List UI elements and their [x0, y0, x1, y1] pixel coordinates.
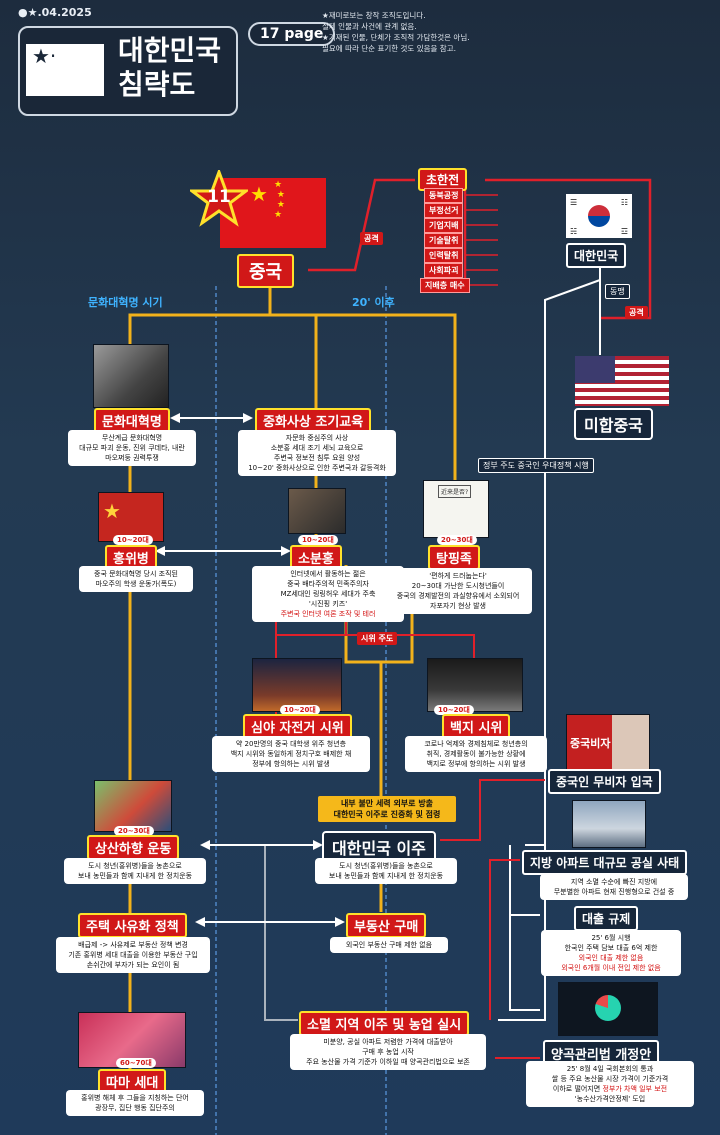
flag-icon	[26, 44, 104, 96]
china-label: 중국	[237, 254, 295, 288]
protest-lead-tag: 시위 주도	[357, 632, 398, 645]
tactic-item: 사회파괴	[424, 263, 464, 278]
tactic-item: 동북공정	[424, 188, 464, 203]
usa-flag-icon	[575, 356, 669, 406]
apt-vacancy-desc: 지역 소멸 수순에 빠진 지방에 무분별한 아파트 현재 진행형으로 건설 중	[540, 874, 688, 900]
korea-label: 대한민국	[566, 243, 627, 268]
star-icon: ★	[103, 499, 121, 523]
lying-flat-desc: '편하게 드러눕는다' 20~30대 가난한 도시청년들이 중국의 경제발전의 …	[384, 568, 532, 614]
down-country-photo	[94, 780, 172, 832]
era-left: 문화대혁명 시기	[88, 296, 163, 309]
lying-flat-photo: 近来是否?	[423, 480, 489, 538]
little-pink-desc: 인터넷에서 활동하는 젊은 중국 배타주의적 민족주의자 MZ세대인 링링허우 …	[252, 566, 404, 622]
bike-protest-age: 10~20대	[280, 705, 320, 715]
internal-dissent-box: 내부 불만 세력 외부로 방출 대한민국 이주로 진중화 및 점령	[318, 796, 456, 822]
star-icon: ★·	[32, 44, 57, 68]
real-estate-label: 부동산 구매	[346, 913, 427, 938]
migration-desc: 도시 청년(홍위병)들을 농촌으로 보내 농민들과 함께 지내게 한 정치운동	[315, 858, 457, 884]
red-guards-desc: 중국 문화대혁명 당시 조직된 마오주의 학생 운동가(폭도)	[79, 566, 193, 592]
dama-desc: 홍위병 해체 후 그들을 지칭하는 단어 광장무, 집단 행동 집단주의	[66, 1090, 204, 1116]
housing-policy-desc: 배급제 -> 사유제로 부동산 정책 변경 기존 홍위병 세대 대출을 이용한 …	[56, 937, 210, 973]
grain-act-desc-red: 정부가 차액 일부 보전	[602, 1085, 668, 1093]
bike-protest-desc: 약 20만명의 중국 대학생 위주 청년층 백지 시위와 동일하게 정치구호 배…	[212, 736, 370, 772]
lying-flat-sign: 近来是否?	[438, 485, 472, 498]
white-paper-photo	[427, 658, 523, 712]
title-line1: 대한민국	[118, 34, 222, 67]
lying-flat-label: 탕핑족	[428, 545, 480, 570]
gov-policy-tag: 정부 주도 중국인 우대정책 시행	[478, 458, 594, 473]
red-guards-label: 홍위병	[105, 545, 157, 570]
usa-label: 미합중국	[574, 408, 653, 440]
lying-flat-age: 20~30대	[437, 535, 477, 545]
flag-small-stars-icon: ★ ★ ★★	[274, 180, 285, 220]
header-date: ●★.04.2025	[18, 6, 92, 19]
little-pink-desc-red: 주변국 인터넷 여론 조작 및 테러	[280, 610, 376, 618]
grain-act-desc-tail: '농수산가격안정제' 도입	[574, 1095, 646, 1103]
grain-act-desc: 25' 8월 4일 국회본회의 통과 쌀 등 주요 농산물 시장 가격이 기준가…	[526, 1061, 694, 1107]
down-country-desc: 도시 청년(홍위병)들을 농촌으로 보내 농민들과 함께 지내게 한 정치운동	[64, 858, 206, 884]
apt-vacancy-label: 지방 아파트 대규모 공실 사태	[522, 850, 688, 875]
title-line2: 침략도	[118, 68, 196, 101]
housing-policy-label: 주택 사유화 정책	[78, 913, 187, 938]
little-pink-desc-text: 인터넷에서 활동하는 젊은 중국 배타주의적 민족주의자 MZ세대인 링링허우 …	[280, 570, 376, 608]
loan-reg-desc-text: 25' 6월 시행 한국인 주택 담보 대출 6억 제한	[564, 934, 658, 952]
visa-free-photo: 중국비자	[566, 714, 650, 770]
red-guards-photo: ★	[98, 492, 164, 542]
white-paper-desc: 코로나 억제와 경제침체로 청년층의 취직, 경제활동이 불가능한 상황에 백지…	[405, 736, 547, 772]
era-right: 20' 이후	[352, 296, 395, 309]
down-country-label: 상산하향 운동	[87, 835, 180, 860]
visa-free-label: 중국인 무비자 입국	[548, 769, 661, 794]
loan-reg-desc: 25' 6월 시행 한국인 주택 담보 대출 6억 제한 외국인 대출 제한 없…	[541, 930, 681, 976]
grain-act-desc-text: 25' 8월 4일 국회본회의 통과 쌀 등 주요 농산물 시장 가격이 기준가…	[551, 1065, 669, 1093]
down-country-age: 20~30대	[114, 826, 154, 836]
zhonghua-edu-label: 중화사상 조기교육	[255, 408, 372, 433]
tactic-item: 지배층 매수	[420, 278, 470, 293]
attack-tag: 공격	[360, 232, 383, 245]
zhonghua-edu-desc: 자문화 중심주의 사상 소분홍 세대 조기 세뇌 교육으로 주변국 정보전 침투…	[238, 430, 396, 476]
apartment-photo	[572, 800, 646, 848]
china-badge-number: 11	[207, 187, 231, 207]
flag-star-icon: ★	[250, 182, 268, 206]
cultural-revolution-photo	[93, 344, 169, 408]
cultural-revolution-label: 문화대혁명	[94, 408, 170, 433]
page-title: 대한민국 침략도	[118, 34, 234, 102]
tactic-item: 부정선거	[424, 203, 464, 218]
page-number: 17 page	[248, 22, 336, 46]
tactic-item: 인력탈취	[424, 248, 464, 263]
loan-reg-label: 대출 규제	[574, 906, 639, 931]
extinct-regions-label: 소멸 지역 이주 및 농업 실시	[299, 1011, 470, 1036]
red-guards-age: 10~20대	[113, 535, 153, 545]
bike-protest-photo	[252, 658, 342, 712]
badge-star-icon	[187, 167, 251, 228]
migration-label: 대한민국 이주	[322, 831, 436, 863]
tactic-item: 기술탈취	[424, 233, 464, 248]
little-pink-age: 10~20대	[298, 535, 338, 545]
real-estate-desc: 외국인 부동산 구매 제한 없음	[330, 937, 448, 953]
unrestricted-warfare-label: 초한전	[418, 168, 468, 191]
dama-age: 60~70대	[116, 1058, 156, 1068]
attack-tag-2: 공격	[625, 306, 648, 319]
loan-reg-desc-red: 외국인 대출 제한 없음 외국인 6개월 이내 전입 제한 없음	[561, 954, 661, 972]
tactic-item: 기업지배	[424, 218, 464, 233]
disclaimer-note: ★재미로보는 창작 조직도입니다. 실제 인물과 사건에 관계 없음. ★기재된…	[322, 11, 470, 53]
white-paper-age: 10~20대	[434, 705, 474, 715]
ally-tag: 동맹	[605, 284, 630, 299]
little-pink-photo	[288, 488, 346, 534]
korea-flag-icon: ☰ ☷ ☵ ☲	[566, 194, 632, 238]
extinct-regions-desc: 미분양, 공실 아파트 저렴한 가격에 대출받아 구매 후 농업 시작 주요 농…	[290, 1034, 486, 1070]
visa-sign: 중국비자	[570, 737, 611, 750]
grain-act-photo	[558, 982, 658, 1036]
cultural-revolution-desc: 무산계급 문화대혁명 대규모 파괴 운동, 진위 쿠데타, 내란 마오쩌둥 권력…	[68, 430, 196, 466]
